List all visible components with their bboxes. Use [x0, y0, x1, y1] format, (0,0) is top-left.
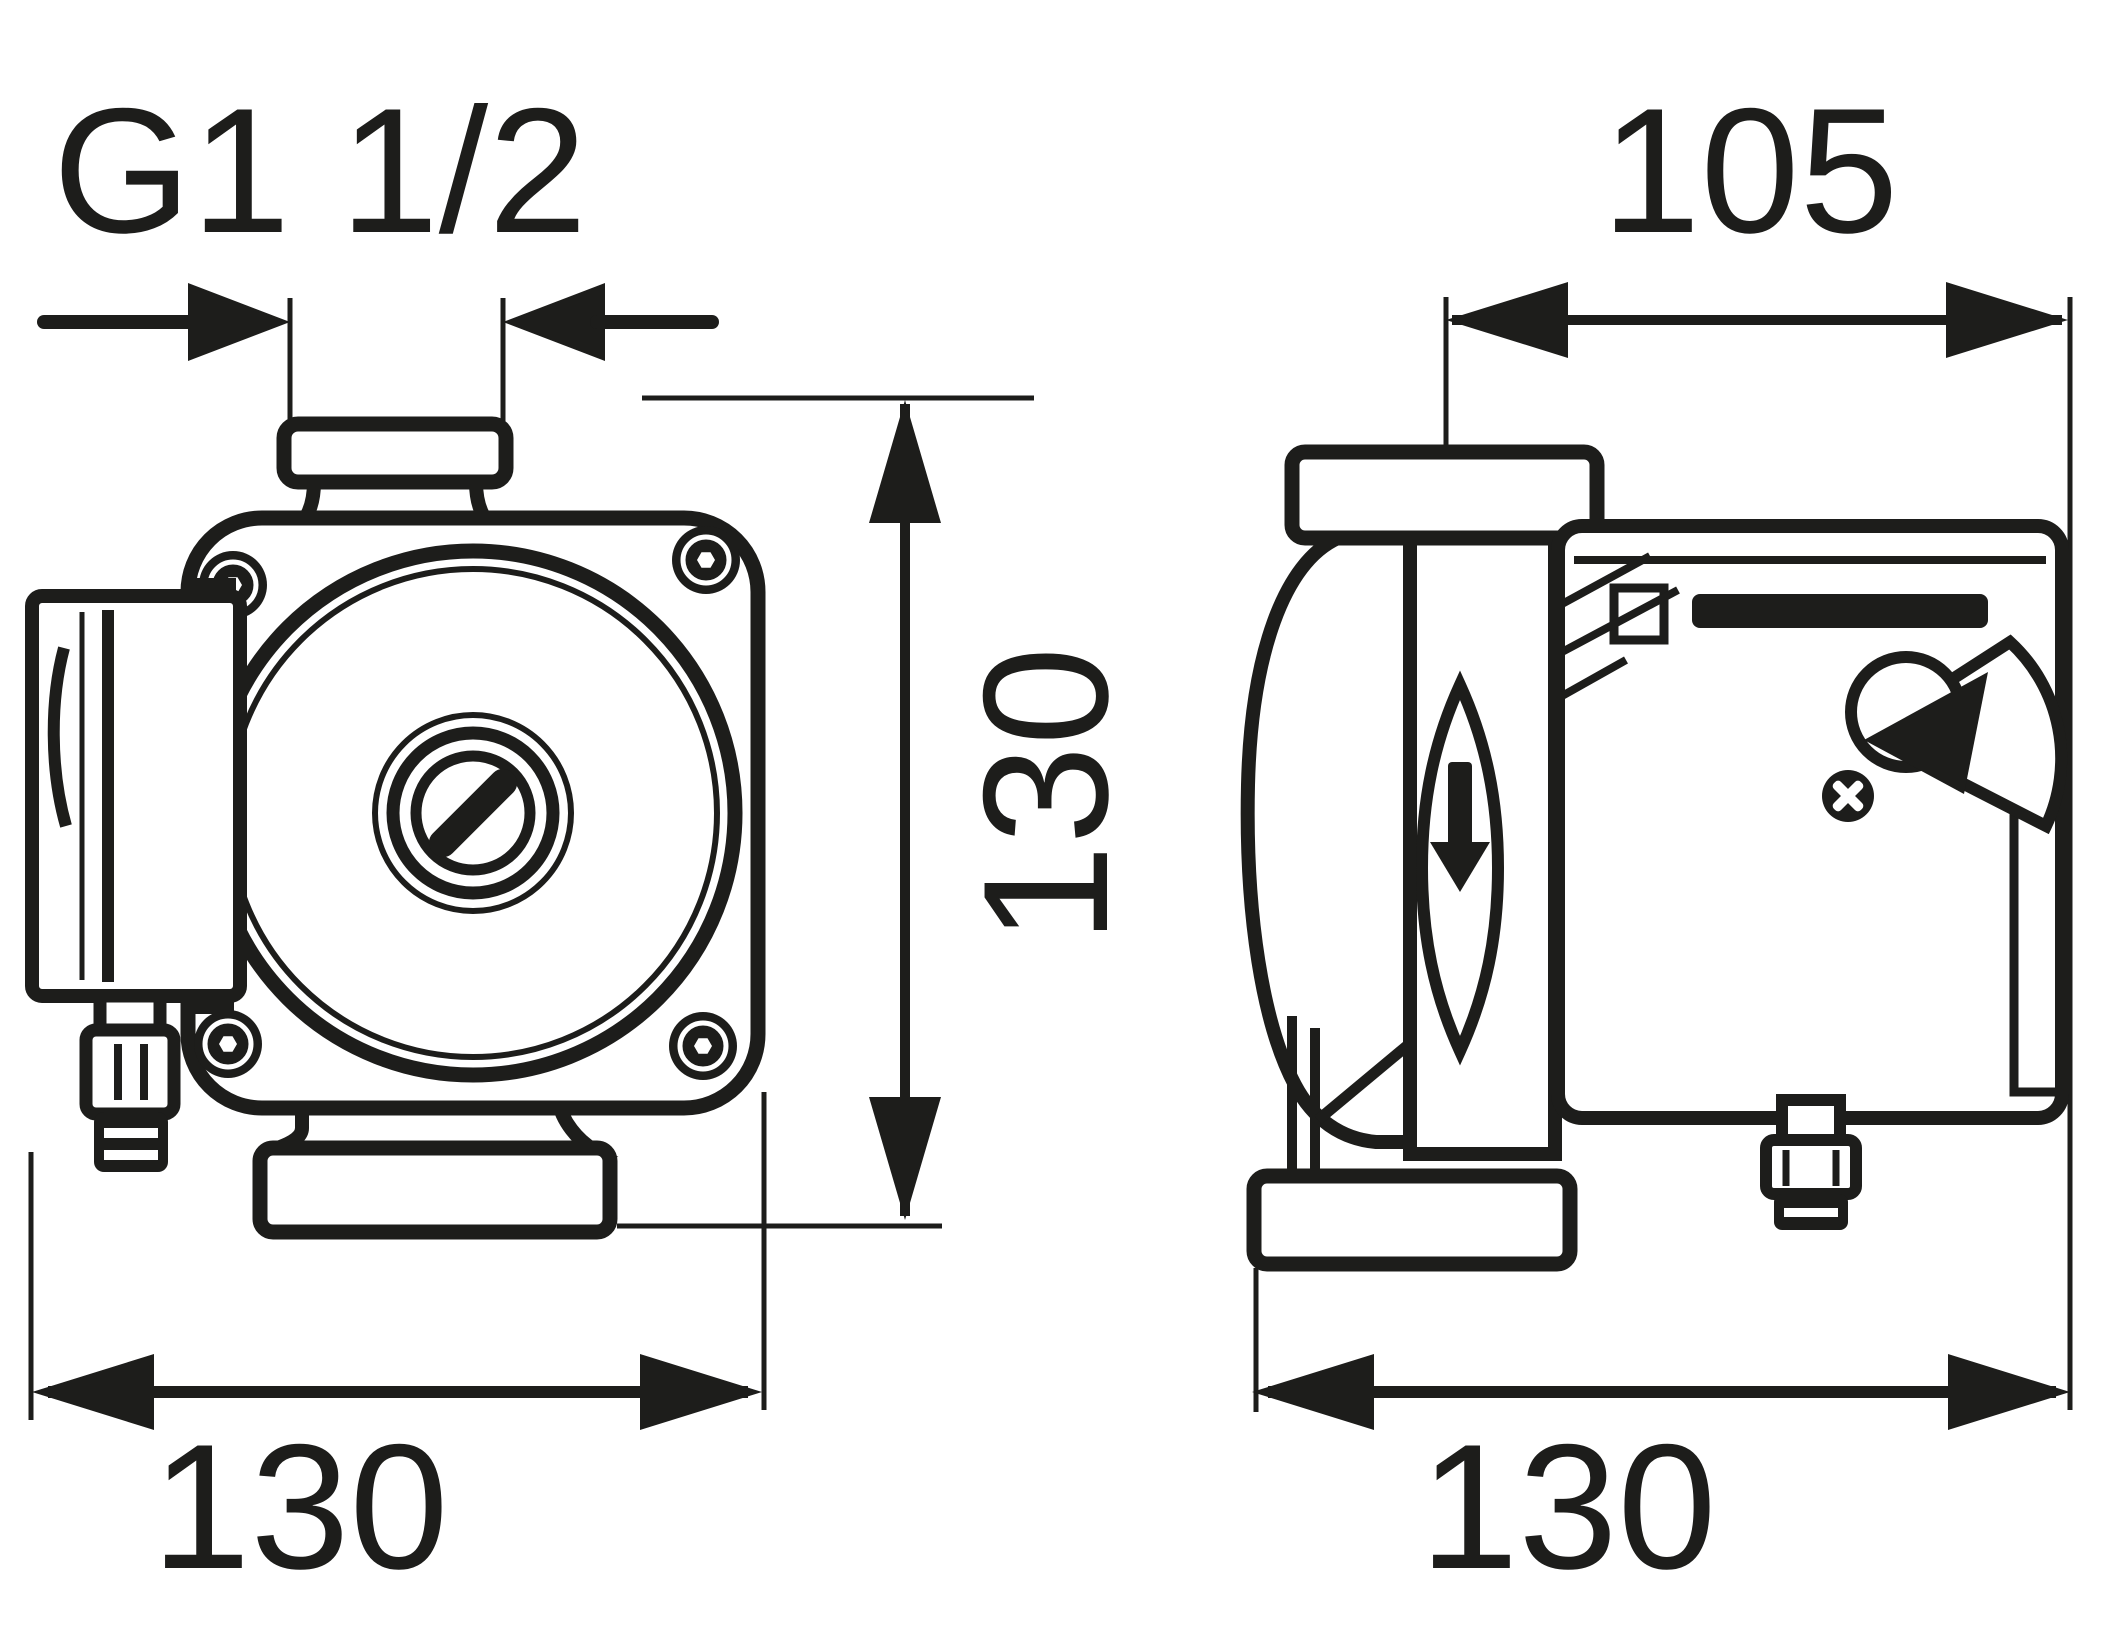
- arrowhead-right-icon: [188, 283, 290, 361]
- housing-screw: [672, 526, 740, 594]
- gland-cap: [94, 1112, 168, 1172]
- arrowhead-right-icon: [1948, 1354, 2070, 1430]
- cable-curve: [47, 646, 72, 828]
- dim-front-height: 130: [617, 395, 1145, 1229]
- terminal-bar: [1692, 594, 1988, 628]
- dim-front-width: 130: [28, 1092, 767, 1606]
- cable-gland-side: [1760, 1094, 1862, 1230]
- housing-screw: [669, 1012, 737, 1080]
- dim-label-height: 130: [946, 647, 1145, 944]
- gland-cap-slot: [1784, 1208, 1838, 1217]
- terminal-box: [25, 578, 247, 1014]
- gland-cap-slot: [104, 1150, 158, 1160]
- outlet-flange-side: [1246, 1168, 1578, 1272]
- shaft-plug-screw: [410, 750, 536, 876]
- housing-screw: [194, 1010, 262, 1078]
- arrowhead-left-icon: [503, 283, 605, 361]
- inlet-flange-side: [1284, 444, 1605, 546]
- dim-label-side-width: 130: [1420, 1407, 1717, 1606]
- knob-pointer-icon: [1864, 672, 1988, 794]
- dim-side-width: 130: [1252, 1268, 2070, 1606]
- arrowhead-down-icon: [869, 1097, 941, 1220]
- hatch-lines: [1560, 552, 1680, 700]
- cover-seam: [2009, 706, 2058, 1097]
- front-view: G1 1/2: [25, 71, 1145, 1606]
- dim-label-thread: G1 1/2: [53, 71, 587, 270]
- arrowhead-left-icon: [32, 1354, 154, 1430]
- dim-label-front-width: 130: [152, 1407, 449, 1606]
- speed-selector-knob: [1845, 634, 2068, 835]
- hex-socket-icon: [697, 552, 715, 568]
- shaft-boss-ring: [372, 712, 574, 914]
- inlet-flange-front: [276, 416, 514, 490]
- gland-nut: [79, 1023, 181, 1121]
- hex-socket-icon: [219, 1036, 237, 1052]
- terminal-block: [1609, 583, 1669, 645]
- cable-gland-front: [79, 989, 181, 1172]
- arrowhead-up-icon: [869, 400, 941, 523]
- phillips-screw-icon: [1822, 770, 1874, 822]
- dim-side-depth: 105: [1443, 71, 2073, 1410]
- arrowhead-left-icon: [1252, 1354, 1374, 1430]
- side-view: 105: [1240, 71, 2073, 1606]
- screw-slot-icon: [428, 768, 518, 858]
- gland-nut: [1760, 1134, 1862, 1200]
- arrowhead-right-icon: [1946, 282, 2068, 358]
- flow-direction-arrow-icon: [1430, 762, 1490, 892]
- dim-thread: G1 1/2: [37, 71, 719, 424]
- arrowhead-left-icon: [1446, 282, 1568, 358]
- control-box: [1551, 519, 2069, 1125]
- arrowhead-right-icon: [640, 1354, 762, 1430]
- dim-label-depth: 105: [1602, 71, 1899, 270]
- shaft-boss: [386, 726, 560, 900]
- outlet-flange-front: [252, 1140, 618, 1240]
- hex-socket-icon: [694, 1038, 712, 1054]
- gland-cap-slot: [104, 1128, 158, 1138]
